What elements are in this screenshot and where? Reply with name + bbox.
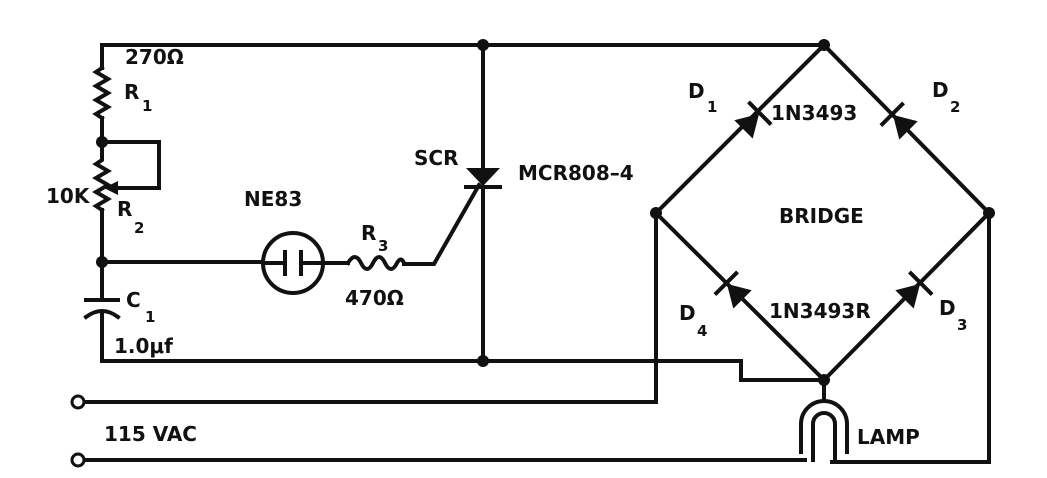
scr-label: SCR xyxy=(414,146,458,170)
r3-value-label: 470Ω xyxy=(345,286,404,310)
d3-label: D xyxy=(939,296,956,320)
diode-top-part-label: 1N3493 xyxy=(771,101,857,125)
r1-label-sub: 1 xyxy=(142,97,152,115)
r2-label: R xyxy=(117,197,132,221)
diode-d1 xyxy=(734,100,773,139)
neon-electrode-left xyxy=(261,250,287,276)
c1-label: C xyxy=(126,288,141,312)
ac-terminal-bottom xyxy=(70,452,86,468)
ac-line-top xyxy=(80,211,658,404)
diode-bottom-part-label: 1N3493R xyxy=(769,299,871,323)
neon-label: NE83 xyxy=(244,187,302,211)
junction-dot xyxy=(96,136,108,148)
pot-wiper-arrow xyxy=(104,181,118,195)
resistor-r1 xyxy=(92,65,112,121)
c1-label-sub: 1 xyxy=(145,308,155,326)
bridge-label: BRIDGE xyxy=(779,204,864,228)
junction-dot xyxy=(818,39,830,51)
junction-dot xyxy=(650,207,662,219)
junction-dot xyxy=(818,374,830,386)
lamp-bulb-inner xyxy=(811,411,837,462)
r3-label-sub: 3 xyxy=(378,237,388,255)
r2-value-label: 10K xyxy=(46,184,91,208)
r1-value-label: 270Ω xyxy=(125,45,184,69)
d4-label: D xyxy=(679,301,696,325)
d2-label: D xyxy=(932,78,949,102)
neon-electrode-right xyxy=(299,250,325,276)
diode-d4 xyxy=(713,270,752,309)
resistor-r3 xyxy=(345,255,407,271)
scr-part-label: MCR808–4 xyxy=(518,161,634,185)
diode-d3 xyxy=(895,270,934,309)
d4-label-sub: 4 xyxy=(697,322,707,340)
d2-label-sub: 2 xyxy=(950,98,960,116)
bridge-edge-left-top xyxy=(653,42,827,216)
d1-label: D xyxy=(688,79,705,103)
r2-label-sub: 2 xyxy=(134,219,144,237)
potentiometer-r2 xyxy=(92,140,112,213)
r1-label: R xyxy=(124,80,139,104)
r3-label: R xyxy=(361,221,376,245)
d1-label-sub: 1 xyxy=(707,98,717,116)
lamp-bulb-outer xyxy=(799,399,849,454)
diode-d2 xyxy=(879,101,918,140)
lamp-label: LAMP xyxy=(857,425,920,449)
bottom-rail-wire xyxy=(100,359,826,382)
wire-r3-to-gate xyxy=(402,182,482,266)
wire-right-node-down xyxy=(830,211,991,464)
supply-label: 115 VAC xyxy=(104,422,197,446)
ac-terminal-top xyxy=(70,394,86,410)
junction-dot xyxy=(477,39,489,51)
scr-symbol xyxy=(466,168,500,186)
junction-dot xyxy=(96,256,108,268)
c1-value-label: 1.0μf xyxy=(114,334,173,358)
junction-dot xyxy=(983,207,995,219)
pot-bypass-loop xyxy=(100,140,161,190)
d3-label-sub: 3 xyxy=(957,316,967,334)
junction-dot xyxy=(477,355,489,367)
